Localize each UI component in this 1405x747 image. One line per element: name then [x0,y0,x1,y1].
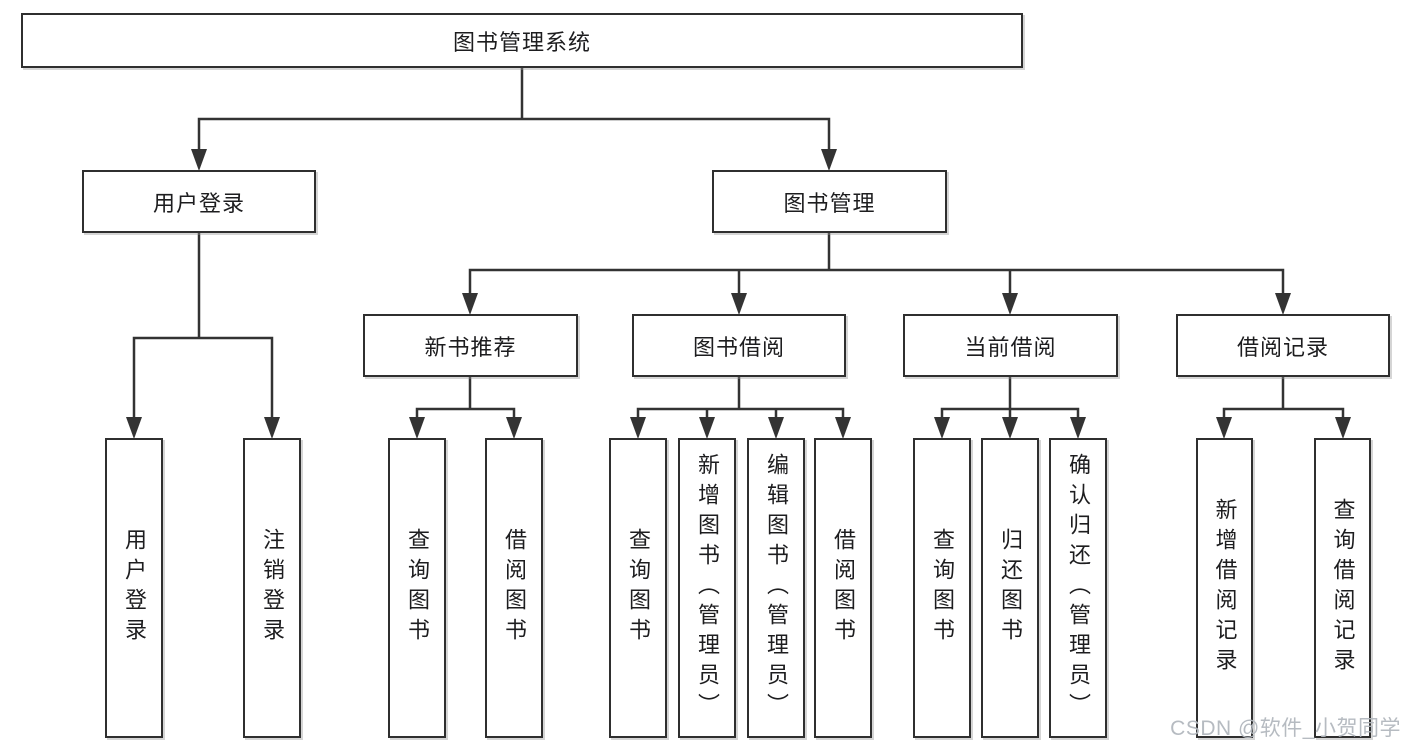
connector-root-span [197,117,831,152]
connector-records-span [1222,407,1345,421]
leaf-borrow-books-recommend: 借阅图书 [485,438,543,738]
connector-userlogin-span [132,336,274,420]
leaf-edit-books-admin: 编辑图书（管理员） [747,438,805,738]
leaf-query-borrow-record: 查询借阅记录 [1314,438,1371,738]
leaf-add-borrow-record: 新增借阅记录 [1196,438,1253,738]
node-borrow-records: 借阅记录 [1176,314,1390,377]
node-library-system: 图书管理系统 [21,13,1023,68]
node-book-borrow: 图书借阅 [632,314,846,377]
leaf-user-login: 用户登录 [105,438,163,738]
node-new-book-recommend: 新书推荐 [363,314,578,377]
connector-newbook-span [415,407,516,421]
leaf-query-books-current: 查询图书 [913,438,971,738]
leaf-confirm-return-admin: 确认归还（管理员） [1049,438,1107,738]
leaf-query-books-borrow: 查询图书 [609,438,667,738]
leaf-add-books-admin: 新增图书（管理员） [678,438,736,738]
leaf-logout: 注销登录 [243,438,301,738]
connector-bookmgmt-span [468,268,1285,295]
connector-bookborrow-span [636,407,845,421]
node-current-borrow: 当前借阅 [903,314,1118,377]
watermark: CSDN @软件_小贺同学 [1170,717,1401,740]
connector-currentborrow-span [940,407,1080,421]
node-book-management: 图书管理 [712,170,947,233]
leaf-borrow-books: 借阅图书 [814,438,872,738]
node-user-login: 用户登录 [82,170,316,233]
leaf-query-books-recommend: 查询图书 [388,438,446,738]
leaf-return-books: 归还图书 [981,438,1039,738]
